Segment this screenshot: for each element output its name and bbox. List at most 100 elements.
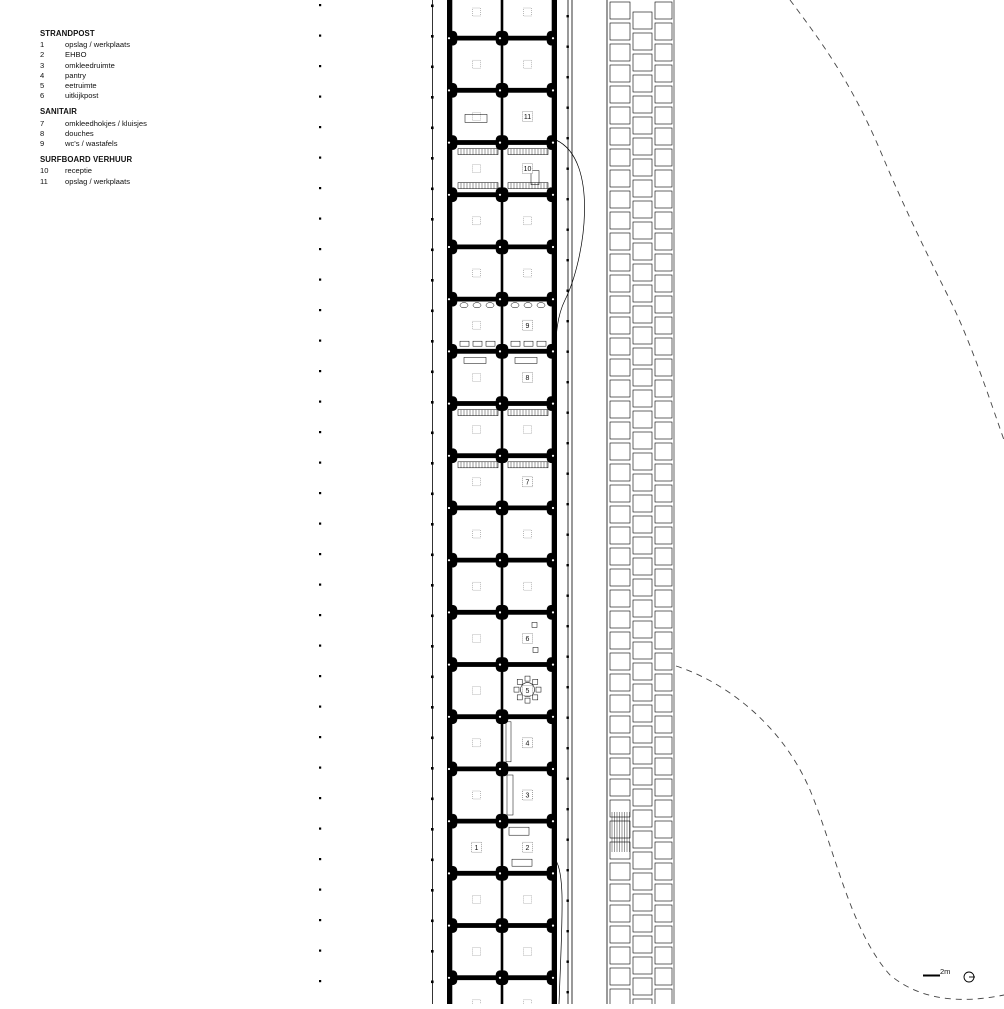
module-centre-mark (472, 581, 481, 591)
paving-tile (654, 379, 673, 398)
grid-dot (319, 187, 322, 190)
paving-tile (609, 715, 631, 734)
column-dot (551, 767, 555, 771)
grid-dot (319, 522, 322, 525)
paving-tile (654, 778, 673, 797)
module-centre-mark (523, 425, 532, 434)
paving-tile (632, 242, 653, 261)
paving-tile (632, 389, 653, 408)
paving-tile (654, 715, 673, 734)
paving-tile (632, 851, 653, 870)
legend-label: uitkijkpost (65, 91, 99, 101)
paving-tile (632, 599, 653, 618)
paving-tile (632, 368, 653, 387)
module-centre-mark (523, 581, 532, 591)
paving-tile (654, 883, 673, 902)
paving-tile (654, 211, 673, 230)
paving-tile (654, 799, 673, 818)
grid-dot (319, 248, 322, 251)
grid-dot (319, 797, 322, 800)
paving-tile (609, 274, 631, 293)
column-marker (566, 625, 569, 628)
legend-label: receptie (65, 166, 93, 176)
paving-tile (609, 43, 631, 62)
room-tag-box (522, 685, 533, 696)
paving-tile (632, 620, 653, 639)
column-dot (498, 298, 502, 301)
grid-dot (319, 644, 322, 647)
column-dot (551, 611, 555, 614)
legend-label: opslag / werkplaats (65, 40, 131, 50)
module (451, 248, 502, 298)
legend-label: eetruimte (65, 81, 97, 91)
grid-dots (319, 4, 434, 984)
column-dot (551, 506, 555, 510)
column-marker (566, 167, 569, 170)
column-dot (498, 402, 502, 405)
room-tag-box (522, 633, 533, 644)
grid-dot (319, 888, 322, 891)
chair (531, 622, 538, 628)
module-centre-mark (523, 895, 532, 904)
washbasin (472, 340, 483, 347)
column-dot (447, 506, 451, 510)
paving-tile (654, 274, 673, 293)
paving-tile (632, 515, 653, 534)
column-dot (447, 611, 451, 614)
grid-dot (319, 705, 322, 708)
column-dot (447, 37, 451, 40)
toilet (536, 302, 546, 309)
paving-tile (609, 358, 631, 377)
shower (514, 357, 538, 364)
chair (513, 686, 520, 693)
column-marker (566, 259, 569, 262)
washbasin (510, 340, 521, 347)
module-centre-mark (472, 686, 481, 695)
chair (532, 694, 539, 701)
paving-tile (654, 484, 673, 503)
column-marker (566, 594, 569, 597)
paving-tile (632, 557, 653, 576)
module (451, 196, 502, 246)
paving-tile (609, 526, 631, 545)
paving-tile (632, 578, 653, 597)
legend-label: pantry (65, 70, 87, 80)
module-centre-mark (472, 895, 481, 904)
column-dot (447, 767, 451, 771)
chair (532, 647, 539, 653)
grid-dot (319, 34, 322, 37)
grid-dot (319, 858, 322, 861)
legend-label: omkleedruimte (65, 60, 115, 70)
module (502, 196, 553, 246)
column-marker (566, 838, 569, 841)
paving-tile (609, 631, 631, 650)
paving-tile (609, 946, 631, 965)
column-marker (566, 76, 569, 79)
room-tag-box (522, 111, 533, 122)
paving-tile (654, 421, 673, 440)
column-dot (498, 611, 502, 614)
column-marker (566, 899, 569, 902)
paving-tile (632, 830, 653, 849)
paving-tile (654, 568, 673, 587)
paving-tile (632, 704, 653, 723)
column-dot (551, 245, 555, 249)
north-arrow-icon (963, 971, 975, 983)
paving-tile (632, 53, 653, 72)
paving-tile (632, 347, 653, 366)
paving-tile (654, 337, 673, 356)
paving-tile (609, 127, 631, 146)
paving-tile (654, 232, 673, 251)
module (502, 0, 553, 37)
column-dot (498, 506, 502, 510)
paving-tile (609, 883, 631, 902)
